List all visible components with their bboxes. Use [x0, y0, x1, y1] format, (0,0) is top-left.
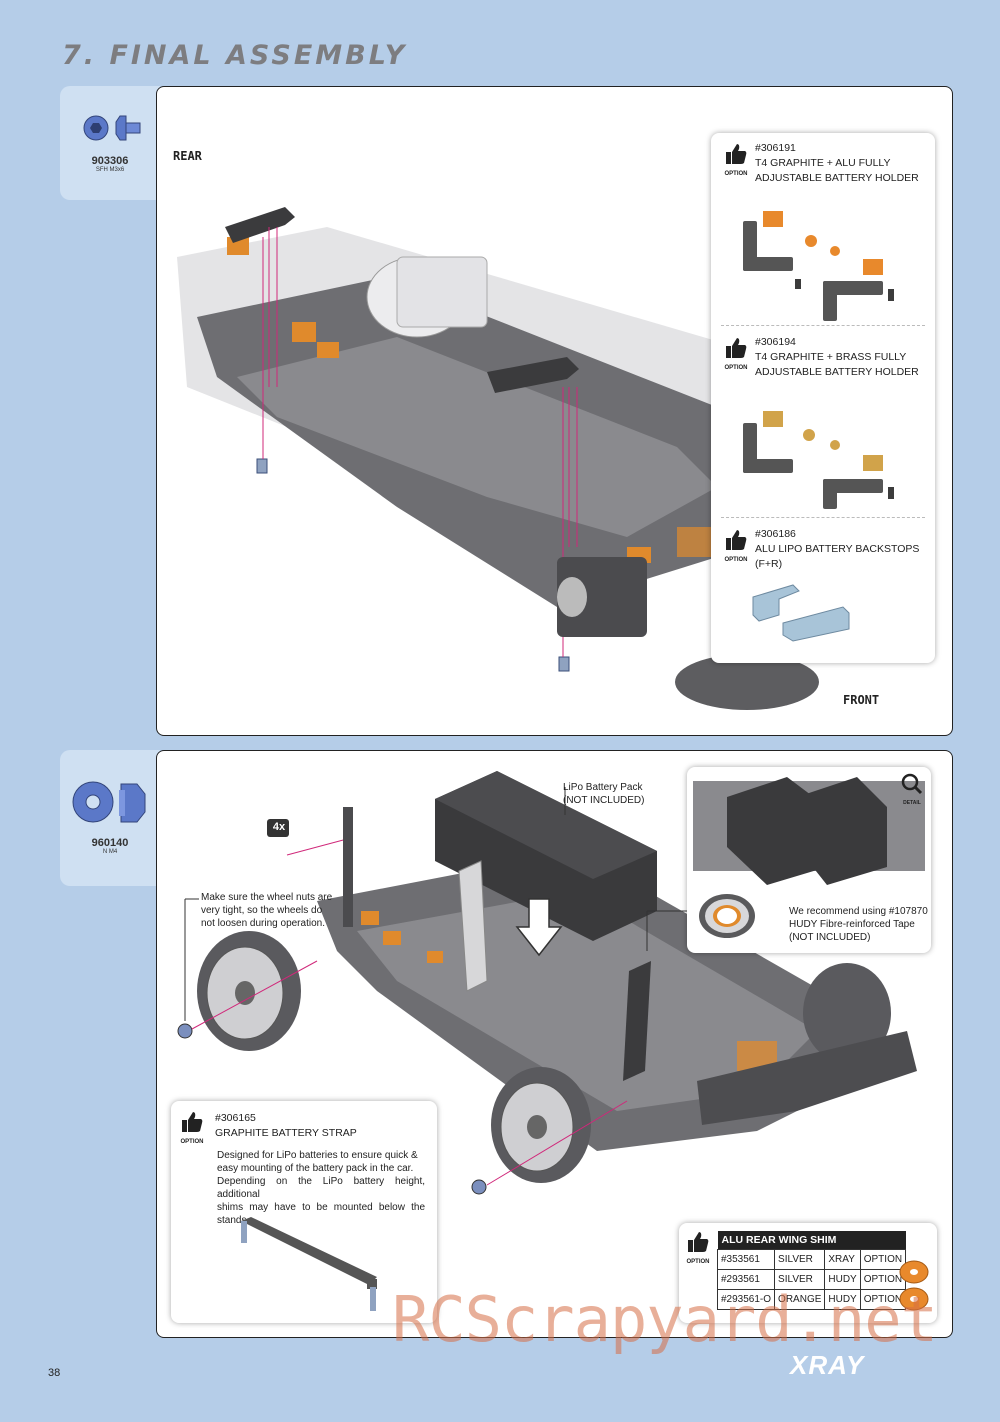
- strap-option-header: #306165 GRAPHITE BATTERY STRAP: [215, 1112, 357, 1139]
- option-text-2: #306194 T4 GRAPHITE + BRASS FULLY ADJUST…: [755, 335, 919, 380]
- option-title: T4 GRAPHITE + ALU FULLY: [755, 157, 891, 169]
- chassis-illustration-top: [177, 207, 837, 710]
- assembly-panel-top: REAR FRONT: [156, 86, 953, 736]
- magnify-detail-icon: DETAIL: [899, 773, 925, 806]
- assembly-panel-bottom: 4x LiPo Battery Pack (NOT INCLUDED) Make…: [156, 750, 953, 1338]
- shim-illustration: [899, 1260, 929, 1311]
- alu-battery-holder-illustration: [743, 211, 894, 321]
- shim-table-title: ALU REAR WING SHIM: [717, 1231, 906, 1250]
- battery-backstops-illustration: [752, 584, 850, 642]
- thumbs-up-icon: [726, 338, 747, 358]
- rear-label: REAR: [173, 149, 202, 163]
- option-title: ALU LIPO BATTERY BACKSTOPS (F+R): [755, 543, 920, 570]
- nut-icon: [72, 781, 146, 823]
- option-code: #306186: [755, 528, 796, 540]
- part-tab-bottom: 960140 N M4: [60, 750, 160, 886]
- thumbs-up-icon: [182, 1112, 203, 1132]
- wheel-nut-note: Make sure the wheel nuts are very tight,…: [201, 892, 333, 929]
- battery-holder-options: OPTION #306191 T4 GRAPHITE + ALU FULLY A…: [711, 133, 935, 663]
- detail-box: DETAIL We recommend using #107870 HUDY F…: [687, 767, 931, 953]
- tape-roll-illustration: [699, 894, 755, 938]
- battery-strap-option: OPTION #306165 GRAPHITE BATTERY STRAP De…: [171, 1101, 437, 1323]
- option-code: #306194: [755, 336, 796, 348]
- thumbs-up-icon: [726, 530, 747, 550]
- part-code-top: 903306: [91, 155, 129, 167]
- chassis-illustration-bottom: [177, 771, 917, 1195]
- option-title: T4 GRAPHITE + BRASS FULLY: [755, 351, 907, 363]
- part-desc-top: SFH M3x6: [95, 167, 125, 173]
- brass-battery-holder-illustration: [743, 411, 894, 509]
- thumbs-up-icon: [688, 1232, 709, 1252]
- option-text-1: #306191 T4 GRAPHITE + ALU FULLY ADJUSTAB…: [755, 141, 919, 186]
- quantity-badge: 4x: [272, 821, 286, 833]
- front-label: FRONT: [843, 693, 880, 707]
- part-desc-bottom: N M4: [102, 849, 118, 855]
- option-title: ADJUSTABLE BATTERY HOLDER: [755, 172, 919, 184]
- detail-illustration: [693, 777, 925, 885]
- strap-option-description: Designed for LiPo batteries to ensure qu…: [217, 1150, 425, 1226]
- option-badge: OPTION: [177, 1111, 207, 1145]
- thumbs-up-icon: [726, 144, 747, 164]
- page-number: 38: [48, 1367, 61, 1379]
- option-badge: OPTION: [721, 143, 751, 177]
- section-title: 7. FINAL ASSEMBLY: [62, 40, 408, 71]
- part-code-bottom: 960140: [91, 837, 129, 849]
- battery-pack-label: LiPo Battery Pack (NOT INCLUDED): [563, 782, 645, 806]
- option-code: #306191: [755, 142, 796, 154]
- brand-logo: XRAY: [790, 1350, 865, 1380]
- flat-head-screw-icon: [83, 115, 141, 141]
- tape-recommendation: We recommend using #107870 HUDY Fibre-re…: [789, 906, 928, 943]
- option-title: ADJUSTABLE BATTERY HOLDER: [755, 366, 919, 378]
- option-badge: OPTION: [683, 1231, 713, 1265]
- option-text-3: #306186 ALU LIPO BATTERY BACKSTOPS (F+R): [755, 527, 935, 572]
- option-badge: OPTION: [721, 529, 751, 563]
- battery-strap-illustration: [241, 1217, 377, 1311]
- part-tab-top: 903306 SFH M3x6: [60, 86, 160, 200]
- watermark: RCScrapyard.net: [392, 1283, 938, 1356]
- option-badge: OPTION: [721, 337, 751, 371]
